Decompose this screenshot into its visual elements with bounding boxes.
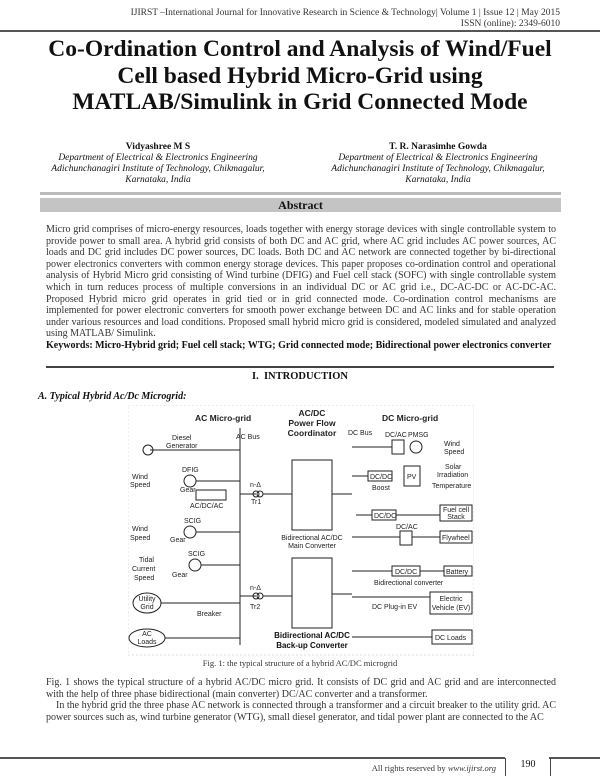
label: Bidirectional converter — [374, 580, 444, 587]
paper-title: Co-Ordination Control and Analysis of Wi… — [0, 36, 600, 116]
label: DC/DC — [395, 569, 417, 576]
title-line: MATLAB/Simulink in Grid Connected Mode — [72, 89, 528, 115]
label: Gear — [172, 572, 188, 579]
label: Power Flow — [288, 418, 336, 428]
footer-rule — [0, 757, 505, 759]
page-number: 190 — [505, 758, 551, 776]
label: Diesel — [172, 435, 192, 442]
title-line: Co-Ordination Control and Analysis of Wi… — [48, 36, 552, 62]
author-name: T. R. Narasimhe Gowda — [389, 142, 487, 152]
label: Tr2 — [250, 604, 260, 611]
label: AC/DC/AC — [190, 503, 223, 510]
label: Speed — [130, 535, 150, 542]
label: Temperature — [432, 483, 471, 490]
label: Boost — [372, 485, 390, 492]
body-text: Fig. 1 shows the typical structure of a … — [46, 677, 556, 723]
label: Breaker — [197, 611, 222, 618]
label: DC/DC — [374, 513, 396, 520]
label-backup-converter-line1: Bidirectional AC/DC — [274, 631, 350, 640]
label: Speed — [130, 482, 150, 489]
label: Solar — [445, 464, 462, 471]
author-name: Vidyashree M S — [125, 142, 191, 152]
label: DC/AC — [385, 432, 407, 439]
label: Gear — [180, 487, 196, 494]
label: Bidirectional AC/DC — [281, 535, 342, 542]
label: DC/DC — [370, 474, 392, 481]
label: Loads — [137, 639, 157, 646]
paragraph: Fig. 1 shows the typical structure of a … — [46, 677, 556, 700]
abstract-rule — [46, 366, 554, 368]
author-dept: Department of Electrical & Electronics E… — [338, 153, 538, 163]
journal-line: IJIRST –International Journal for Innova… — [130, 8, 560, 18]
label: Gear — [170, 537, 186, 544]
author-inst: Adichunchanagiri Institute of Technology… — [51, 164, 265, 174]
label: Tr1 — [251, 499, 261, 506]
label: DC Loads — [435, 635, 467, 642]
label: PMSG — [408, 432, 429, 439]
abstract-body: Micro grid comprises of micro-energy res… — [46, 224, 556, 340]
label: SCIG — [188, 551, 205, 558]
author-inst: Adichunchanagiri Institute of Technology… — [331, 164, 545, 174]
label: Main Converter — [288, 543, 337, 550]
label: PV — [407, 474, 417, 481]
section-title: INTRODUCTION — [263, 371, 348, 382]
abstract-heading: Abstract — [40, 198, 561, 212]
microgrid-diagram: AC Micro-grid Diesel Generator AC Bus DF… — [128, 405, 474, 656]
paragraph: In the hybrid grid the three phase AC ne… — [46, 700, 556, 723]
label-dc-micro-grid: DC Micro-grid — [382, 413, 438, 423]
keywords: Keywords: Micro-Hybrid grid; Fuel cell s… — [46, 339, 552, 351]
title-line: Cell based Hybrid Micro-Grid using — [117, 62, 483, 89]
label: Coordinator — [288, 428, 337, 438]
label: AC — [142, 631, 152, 638]
label: Stack — [447, 514, 465, 521]
label: DC Bus — [348, 430, 373, 437]
label: AC Bus — [236, 434, 260, 441]
label: Speed — [134, 575, 154, 582]
label: n-Δ — [250, 482, 261, 489]
figure-caption: Fig. 1: the typical structure of a hybri… — [202, 658, 398, 668]
label: Irradiation — [437, 472, 468, 479]
author-rule — [40, 192, 561, 195]
author-loc: Karnataka, India — [125, 175, 191, 185]
label: Speed — [444, 449, 464, 456]
author-1: Vidyashree M S Department of Electrical … — [28, 142, 288, 186]
rights-text: All rights reserved by — [371, 763, 448, 773]
label: AC/DC — [299, 408, 326, 418]
footer-rights: All rights reserved by www.ijirst.org — [372, 763, 496, 773]
author-2: T. R. Narasimhe Gowda Department of Elec… — [308, 142, 568, 186]
label: Wind — [444, 441, 460, 448]
label: Wind — [132, 526, 148, 533]
label: n-Δ — [250, 585, 261, 592]
footer-rule-right — [549, 757, 600, 759]
label: Electric — [440, 596, 463, 603]
section-heading: I. INTRODUCTION — [0, 371, 600, 382]
label: Grid — [140, 604, 153, 611]
label: DC/AC — [396, 524, 418, 531]
label: DC Plug-in EV — [372, 604, 417, 611]
subsection-heading: A. Typical Hybrid Ac/Dc Microgrid: — [38, 391, 187, 402]
label: Battery — [446, 569, 469, 576]
issn-line: ISSN (online): 2349-6010 — [460, 19, 560, 29]
label: Vehicle (EV) — [432, 605, 471, 612]
label: DFIG — [182, 467, 199, 474]
author-dept: Department of Electrical & Electronics E… — [58, 153, 258, 163]
journal-header: IJIRST –International Journal for Innova… — [131, 8, 560, 30]
label: Utility — [138, 596, 156, 603]
abstract-text: Micro grid comprises of micro-energy res… — [46, 224, 556, 352]
header-rule — [0, 30, 600, 32]
author-loc: Karnataka, India — [405, 175, 471, 185]
label: Flywheel — [442, 535, 470, 542]
label: Wind — [132, 474, 148, 481]
site-link[interactable]: www.ijirst.org — [447, 763, 496, 773]
label: Generator — [166, 443, 198, 450]
label: Tidal — [139, 557, 154, 564]
label-ac-micro-grid: AC Micro-grid — [195, 413, 251, 423]
label-backup-converter-line2: Back-up Converter — [276, 641, 348, 650]
label: Fuel cell — [443, 507, 470, 514]
section-number: I. — [252, 371, 259, 382]
label: Current — [132, 566, 155, 573]
label: SCIG — [184, 518, 201, 525]
